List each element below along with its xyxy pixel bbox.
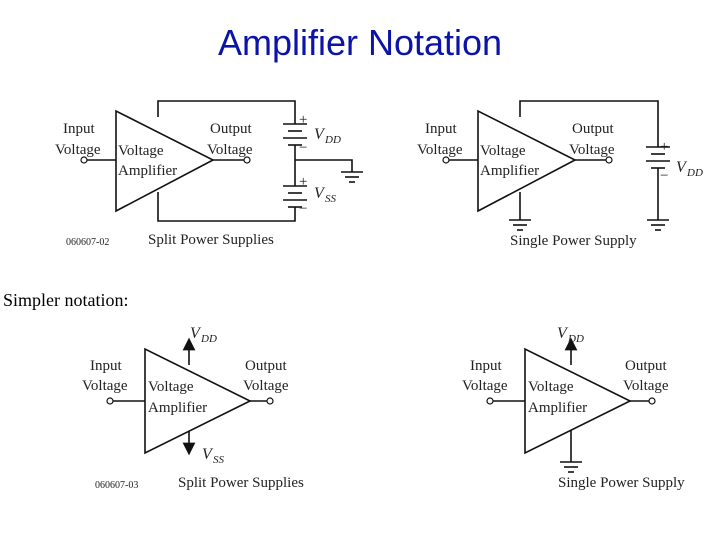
vdd-label-v: V (190, 325, 202, 342)
input-label: Input (90, 358, 122, 374)
input-label: Voltage (55, 142, 101, 158)
caption-split: Split Power Supplies (178, 475, 304, 491)
vdd-label-sub: DD (686, 167, 703, 179)
figure-number: 060607-02 (66, 237, 109, 248)
input-label: Voltage (82, 378, 128, 394)
minus-sign: − (299, 201, 307, 217)
vss-label-v: V (202, 446, 214, 463)
vdd-label-sub: DD (324, 134, 341, 146)
output-label: Voltage (623, 378, 669, 394)
amp-label: Amplifier (480, 163, 539, 179)
input-terminal (442, 156, 450, 164)
slide-title: Amplifier Notation (217, 22, 503, 63)
vss-label-sub: SS (325, 193, 337, 205)
output-terminal (266, 397, 274, 405)
vdd-label-v: V (676, 159, 688, 176)
vss-label-v: V (314, 185, 326, 202)
input-label: Voltage (417, 142, 463, 158)
minus-sign: − (660, 168, 668, 184)
vdd-label-sub: DD (567, 333, 584, 345)
output-label: Voltage (243, 378, 289, 394)
amp-label: Voltage (480, 143, 526, 159)
amplifier-triangle (144, 347, 252, 455)
supply-wire-bottom (157, 192, 296, 222)
amplifier-triangle (524, 347, 632, 455)
output-label: Voltage (569, 142, 615, 158)
amp-label: Voltage (528, 379, 574, 395)
output-label: Output (245, 358, 288, 374)
ground-wire (295, 159, 353, 172)
figure-number: 060607-03 (95, 480, 138, 491)
vss-battery (283, 175, 307, 208)
caption-single: Single Power Supply (510, 233, 637, 249)
output-label: Output (210, 121, 253, 137)
plus-sign: + (299, 112, 307, 128)
vss-label-sub: SS (213, 454, 225, 466)
ground-symbol (509, 219, 531, 231)
caption-single: Single Power Supply (558, 475, 685, 491)
input-label: Input (63, 121, 95, 137)
split-supply-simple-diagram: V DD V SS Input Voltage Voltage Amplifie… (82, 325, 304, 491)
amp-label: Amplifier (528, 400, 587, 416)
ground-symbol (647, 219, 669, 231)
input-label: Input (425, 121, 457, 137)
output-label: Output (572, 121, 615, 137)
supply-wire-top (519, 100, 659, 147)
caption-split: Split Power Supplies (148, 232, 274, 248)
output-label: Output (625, 358, 668, 374)
plus-sign: + (660, 139, 668, 155)
output-label: Voltage (207, 142, 253, 158)
vdd-label-sub: DD (200, 333, 217, 345)
input-label: Input (470, 358, 502, 374)
input-label: Voltage (462, 378, 508, 394)
amp-label: Voltage (118, 143, 164, 159)
vdd-label-v: V (557, 325, 569, 342)
output-terminal (648, 397, 656, 405)
ground-symbol (341, 171, 363, 183)
supply-wire-top (157, 100, 296, 117)
amp-label: Voltage (148, 379, 194, 395)
single-supply-simple-diagram: V DD Input Voltage Voltage Amplifier Out… (462, 325, 685, 491)
vdd-battery (283, 113, 307, 175)
simpler-notation-heading: Simpler notation: (3, 290, 129, 310)
plus-sign: + (299, 174, 307, 190)
amplifier-triangle (115, 109, 215, 213)
amplifier-triangle (477, 109, 577, 213)
amp-label: Amplifier (148, 400, 207, 416)
input-terminal (486, 397, 494, 405)
amp-label: Amplifier (118, 163, 177, 179)
split-supply-full-diagram: Input Voltage Voltage Amplifier Output V… (55, 100, 363, 248)
input-terminal (80, 156, 88, 164)
single-supply-full-diagram: Input Voltage Voltage Amplifier Output V… (417, 100, 703, 249)
input-terminal (106, 397, 114, 405)
minus-sign: − (299, 140, 307, 156)
output-terminal (605, 156, 613, 164)
vdd-label-v: V (314, 126, 326, 143)
vdd-battery (646, 146, 670, 175)
output-terminal (243, 156, 251, 164)
ground-symbol (560, 461, 582, 473)
